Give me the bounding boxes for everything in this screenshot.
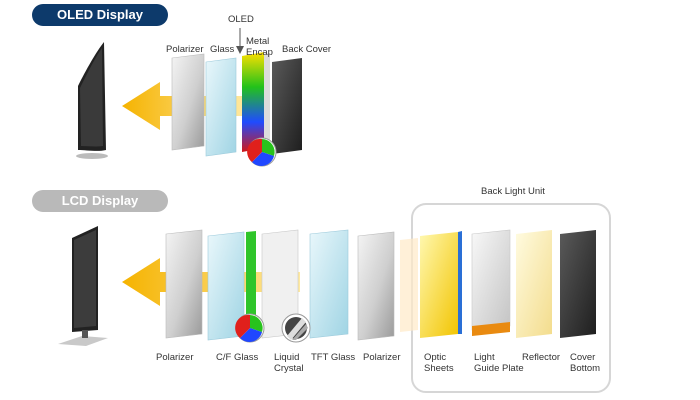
oled-pointer-arrow xyxy=(236,28,244,54)
lcd-cover-bottom-layer xyxy=(560,230,596,338)
oled-back-cover-layer xyxy=(272,58,302,154)
lcd-polarizer-front-layer xyxy=(165,229,203,339)
lcd-polarizer-rear-layer xyxy=(357,231,395,341)
oled-metal-encap-layer xyxy=(264,53,270,150)
lcd-liquid-crystal-icon xyxy=(281,313,311,343)
lcd-tft-glass-layer xyxy=(309,229,349,339)
lcd-label-tft-glass: TFT Glass xyxy=(311,352,356,363)
oled-glass-layer xyxy=(205,57,237,157)
oled-label-metal-encap: Metal Encap xyxy=(246,36,273,58)
oled-tv-icon xyxy=(76,42,108,159)
lcd-section-title: LCD Display xyxy=(32,190,168,212)
lcd-reflector-layer xyxy=(516,230,552,338)
lcd-optic-sheets-layer xyxy=(420,232,458,338)
lcd-label-light-guide-plate: Light Guide Plate xyxy=(474,352,524,374)
oled-label-back-cover: Back Cover xyxy=(282,44,332,55)
lcd-label-reflector: Reflector xyxy=(522,352,561,363)
lcd-light-guide-plate-layer xyxy=(471,229,511,331)
lcd-tv-icon xyxy=(58,226,108,346)
lcd-diffuser-glow xyxy=(400,238,418,332)
lcd-label-cf-glass: C/F Glass xyxy=(216,352,259,363)
lcd-light-guide-led-strip xyxy=(472,322,510,336)
lcd-rgb-pixel-icon xyxy=(235,313,265,343)
lcd-cf-color-strip xyxy=(246,231,256,335)
lcd-label-liquid-crystal: Liquid Crystal xyxy=(274,352,304,374)
oled-rgb-layer xyxy=(242,52,264,152)
oled-section-title: OLED Display xyxy=(32,4,168,26)
oled-pointer-label: OLED xyxy=(228,14,254,25)
blu-title: Back Light Unit xyxy=(481,186,545,197)
lcd-label-polarizer-rear: Polarizer xyxy=(363,352,401,363)
lcd-optic-blue-edge xyxy=(458,231,462,334)
lcd-label-cover-bottom: Cover Bottom xyxy=(570,352,601,374)
oled-label-polarizer: Polarizer xyxy=(166,44,204,55)
oled-polarizer-layer xyxy=(171,53,205,151)
lcd-label-polarizer-front: Polarizer xyxy=(156,352,194,363)
oled-label-glass: Glass xyxy=(210,44,235,55)
oled-rgb-pixel-icon xyxy=(247,137,277,167)
lcd-label-optic-sheets: Optic Sheets xyxy=(424,352,454,374)
